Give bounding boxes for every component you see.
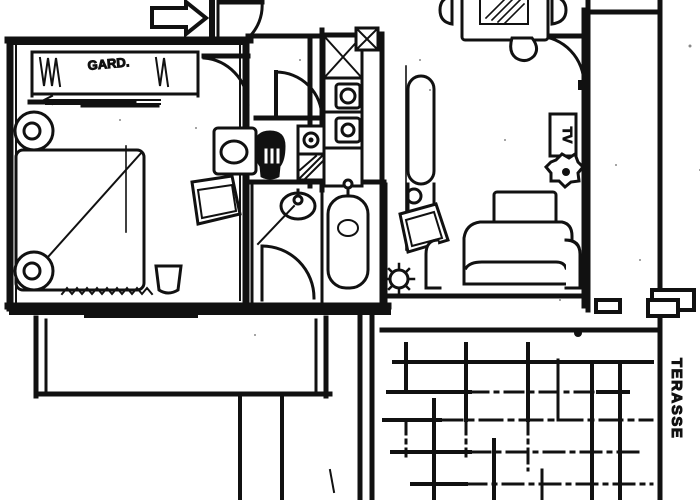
terrace-label: TERASSE	[668, 358, 685, 439]
sink-leader-line	[256, 204, 296, 246]
entrance-arrow	[150, 0, 210, 39]
bathroom-sink	[279, 188, 317, 221]
scan-speckle	[119, 44, 700, 336]
waste-bin	[154, 264, 183, 295]
dining-chair-front	[509, 36, 539, 63]
tall-cabinet	[405, 74, 436, 230]
shaft-box-small	[354, 26, 380, 52]
armchair-left	[190, 174, 242, 226]
nightstand-lamp-top	[13, 110, 55, 152]
potted-plant	[543, 151, 586, 190]
bathtub	[326, 178, 370, 290]
radiator	[60, 286, 154, 296]
interior-walls	[245, 0, 663, 333]
dining-table	[460, 0, 550, 42]
balcony-deck	[9, 309, 391, 500]
bedroom-door	[201, 53, 251, 111]
wardrobe-label: GARD.	[87, 54, 130, 73]
tv-label: TV	[560, 127, 575, 144]
kitchen-sink	[334, 82, 362, 110]
dining-chair-left	[438, 0, 454, 26]
nightstand-lamp-bottom	[13, 250, 55, 292]
shaft-box-large	[322, 34, 364, 80]
bathroom-partition	[250, 184, 324, 306]
kitchen-stove	[334, 116, 362, 144]
bathroom-door	[260, 244, 316, 302]
terrace-tile-grid	[382, 329, 654, 500]
terrace-area	[379, 298, 680, 500]
wash-basin	[212, 126, 258, 176]
hall-door	[274, 70, 324, 120]
entry-door	[209, 0, 265, 43]
toilet	[254, 130, 286, 180]
washing-machine	[296, 124, 326, 182]
balcony-door-jamb	[594, 298, 622, 314]
double-bed	[14, 145, 146, 292]
floor-lamp-sun	[382, 262, 416, 296]
sofa	[424, 220, 582, 290]
wardrobe-closet	[30, 50, 200, 98]
dining-chair-right	[550, 0, 568, 26]
